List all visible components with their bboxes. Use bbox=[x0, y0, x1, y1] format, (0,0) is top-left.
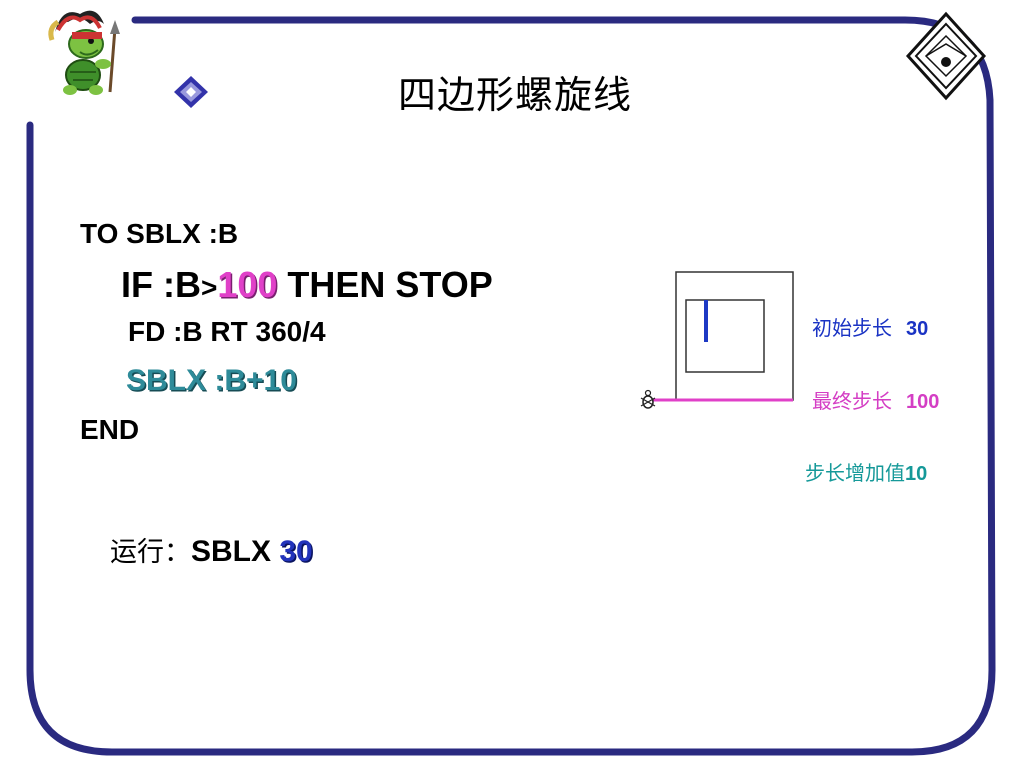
legend-initial-step-label: 初始步长 bbox=[812, 316, 892, 340]
run-arg: 30 bbox=[279, 535, 313, 568]
code-line-to: TO SBLX :B bbox=[80, 218, 239, 249]
run-command: 运行：SBLX 30 bbox=[110, 530, 313, 569]
code-line-recurse: SBLX :B+10 bbox=[126, 364, 297, 397]
turtle-chief-icon bbox=[48, 10, 120, 95]
code-line-if: IF :B>100 THEN STOP bbox=[121, 264, 493, 306]
code-if-operator: > bbox=[200, 272, 218, 303]
code-if-prefix: IF :B bbox=[121, 264, 201, 305]
legend-final-step-value: 100 bbox=[906, 391, 940, 413]
spiral-inner-square bbox=[685, 299, 765, 373]
legend-initial-step-value: 30 bbox=[906, 318, 929, 340]
turtle-cursor-icon bbox=[640, 389, 656, 409]
legend-increment: 步长增加值10 bbox=[805, 457, 927, 486]
code-if-suffix: THEN STOP bbox=[277, 264, 493, 305]
legend-initial-step: 初始步长 30 bbox=[812, 312, 928, 341]
run-command-name: SBLX bbox=[191, 535, 280, 568]
legend-increment-label: 步长增加值 bbox=[805, 461, 905, 485]
spiral-drawing bbox=[652, 271, 794, 402]
nav-diamond-icon[interactable] bbox=[905, 11, 987, 101]
run-label: 运行： bbox=[110, 537, 191, 568]
diamond-bullet-icon bbox=[174, 76, 208, 108]
code-line-fd: FD :B RT 360/4 bbox=[128, 316, 326, 347]
code-if-value: 100 bbox=[217, 264, 278, 305]
spiral-outer-square bbox=[675, 271, 794, 401]
legend-final-step-label: 最终步长 bbox=[812, 389, 892, 413]
legend-final-step: 最终步长 100 bbox=[812, 385, 939, 414]
page-title: 四边形螺旋线 bbox=[398, 73, 633, 117]
legend-increment-value: 10 bbox=[905, 463, 928, 485]
code-line-end: END bbox=[80, 414, 140, 445]
